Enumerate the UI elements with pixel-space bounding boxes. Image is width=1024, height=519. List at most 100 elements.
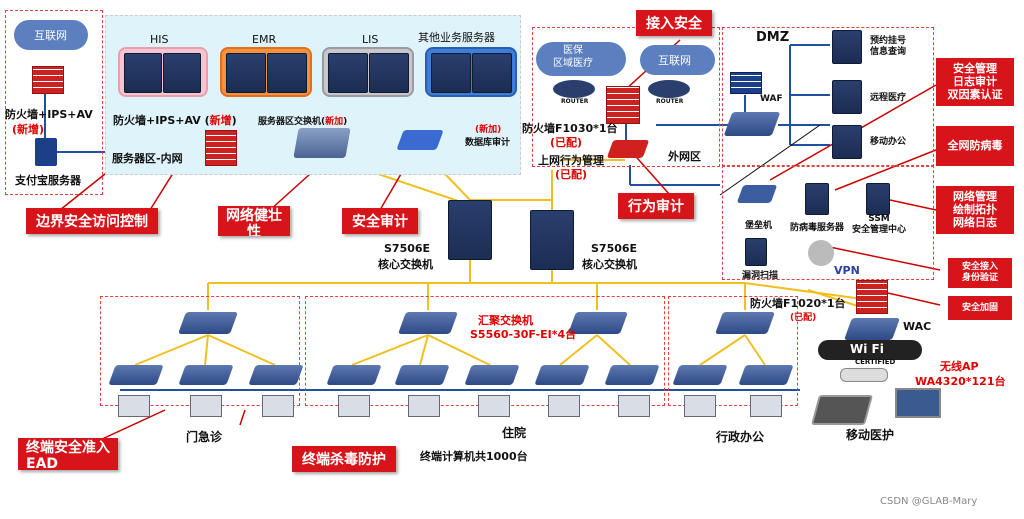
dmz-switch-icon — [723, 112, 781, 136]
core2-name: 核心交换机 — [582, 258, 637, 271]
lis-rack-icon — [369, 53, 409, 93]
vpn-user-icon — [808, 240, 834, 266]
callout-secure-reinforce: 安全加固 — [948, 296, 1012, 320]
wac-label: WAC — [903, 320, 932, 333]
lis-rack-icon — [328, 53, 368, 93]
antivirus-label: 防病毒服务器 — [790, 223, 845, 233]
behavior-mgmt-tag: (已配) — [555, 168, 588, 181]
callout-behavior-audit: 行为审计 — [618, 193, 694, 219]
callout-secure-access: 安全接入 身份验证 — [948, 258, 1012, 288]
access-switch-icon — [672, 365, 728, 385]
core-switch-1-icon — [448, 200, 492, 260]
area-label-emergency: 门急诊 — [186, 430, 223, 444]
watermark: CSDN @GLAB-Mary — [880, 496, 978, 507]
fw-left-label: 防火墙+IPS+AV — [5, 108, 93, 121]
agg-switch-2-icon — [397, 312, 459, 334]
ssm-label: SSM 安全管理中心 — [852, 214, 907, 235]
area-admin-zone — [668, 296, 798, 406]
agg-switch-name: 汇聚交换机 — [478, 314, 533, 327]
callout-access-security: 接入安全 — [636, 10, 712, 36]
ap-name-label: 无线AP — [940, 360, 979, 373]
db-audit-tag: (新加) — [475, 125, 502, 135]
access-switch-icon — [464, 365, 520, 385]
dmz-server-1-icon — [832, 30, 862, 64]
outer-zone — [532, 27, 720, 167]
emr-rack-icon — [267, 53, 307, 93]
core1-name: 核心交换机 — [378, 258, 433, 271]
access-switch-icon — [534, 365, 590, 385]
access-switch-icon — [604, 365, 660, 385]
pc-icon — [478, 395, 510, 417]
wifi-cert-label: CERTIFIED — [855, 358, 896, 366]
emr-rack-icon — [226, 53, 266, 93]
alipay-server-icon — [35, 138, 57, 166]
router-2-icon — [648, 80, 690, 98]
fw-f1030-tag: (已配) — [550, 136, 583, 149]
access-switch-icon — [738, 365, 794, 385]
core-switch-2-icon — [530, 210, 574, 270]
fw-f1030-label: 防火墙F1030*1台 — [522, 122, 618, 135]
firewall-f1020-icon — [856, 280, 888, 314]
internet-cloud-right — [640, 45, 715, 75]
wifi-badge — [818, 340, 922, 360]
pc-icon — [190, 395, 222, 417]
dmz-zone — [722, 27, 934, 167]
terminal-count-label: 终端计算机共1000台 — [420, 450, 528, 463]
router-1-icon — [553, 80, 595, 98]
area-label-admin: 行政办公 — [716, 430, 765, 444]
left-internet-zone — [5, 10, 103, 195]
server-switch-label: 服务器区交换机(新加) — [258, 117, 348, 127]
dmz-item-label: 远程医疗 — [870, 93, 907, 103]
callout-topology: 网络管理 绘制拓扑 网络日志 — [936, 186, 1014, 234]
access-switch-icon — [248, 365, 304, 385]
agg-switch-4-icon — [714, 312, 776, 334]
pc-icon — [684, 395, 716, 417]
router-1-label: ROUTER — [561, 98, 589, 105]
pc-icon — [548, 395, 580, 417]
tablet-icon — [810, 395, 874, 425]
wac-icon — [843, 318, 901, 340]
agg-switch-model: S5560-30F-EI*4台 — [470, 328, 577, 341]
access-switch-icon — [326, 365, 382, 385]
agg-switch-1-icon — [177, 312, 239, 334]
dmz-item-label: 预约挂号 信息查询 — [870, 36, 907, 57]
other-rack-icon — [431, 53, 471, 93]
pc-icon — [408, 395, 440, 417]
his-label: HIS — [150, 33, 169, 46]
emr-label: EMR — [252, 33, 277, 46]
scan-label: 漏洞扫描 — [742, 271, 779, 281]
db-audit-label: 数据库审计 — [465, 138, 511, 148]
pc-icon — [750, 395, 782, 417]
ap-model-label: WA4320*121台 — [915, 375, 1006, 388]
pc-icon — [618, 395, 650, 417]
ssm-server-icon — [866, 183, 890, 215]
core1-model: S7506E — [384, 242, 431, 255]
core2-model: S7506E — [591, 242, 638, 255]
outer-zone-label: 外网区 — [668, 150, 701, 163]
bastion-label: 堡垒机 — [745, 221, 773, 231]
internet-right-label: 互联网 — [658, 54, 691, 67]
his-rack-icon — [163, 53, 201, 93]
fw-left-tag: (新增) — [12, 123, 45, 136]
callout-terminal-access: 终端安全准入 EAD — [18, 438, 118, 470]
router-2-label: ROUTER — [656, 98, 684, 105]
dmz-item-label: 移动办公 — [870, 137, 907, 147]
pc-icon — [338, 395, 370, 417]
laptop-icon — [895, 388, 941, 418]
callout-network-robust: 网络健壮 性 — [218, 206, 290, 236]
callout-security-audit: 安全审计 — [342, 208, 418, 234]
his-rack-icon — [124, 53, 162, 93]
scan-server-icon — [745, 238, 767, 266]
callout-terminal-antivirus: 终端杀毒防护 — [292, 446, 396, 472]
internet-cloud-left — [14, 20, 88, 50]
ap-icon — [840, 368, 888, 382]
firewall-f1030-icon — [606, 86, 640, 124]
vpn-label: VPN — [834, 264, 860, 277]
db-audit-icon — [396, 130, 444, 150]
mgmt-zone — [722, 165, 934, 280]
behavior-mgmt-icon — [606, 140, 650, 158]
wifi-label: Wi Fi — [850, 342, 884, 356]
access-switch-icon — [178, 365, 234, 385]
antivirus-server-icon — [805, 183, 829, 215]
access-switch-icon — [108, 365, 164, 385]
